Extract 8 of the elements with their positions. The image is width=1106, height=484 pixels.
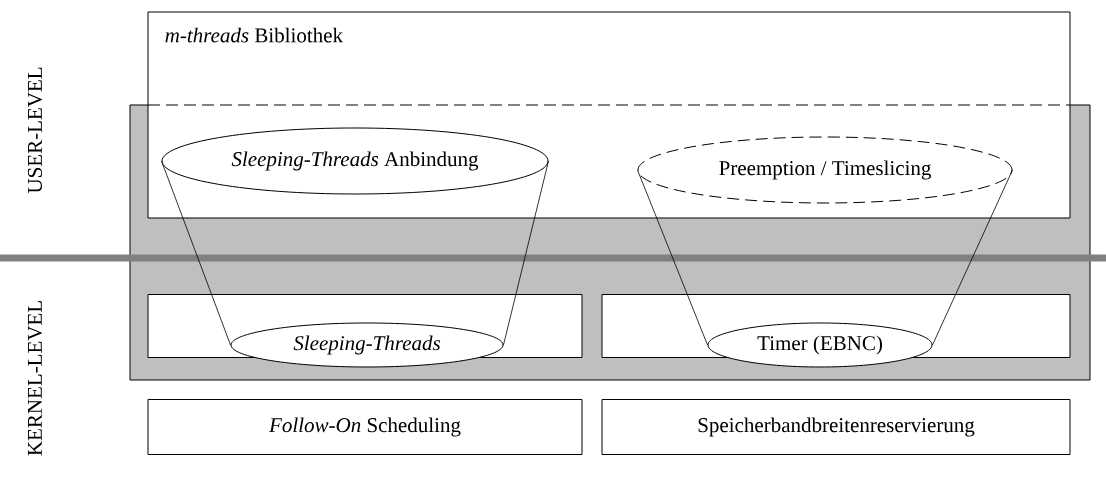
module-box: Speicherbandbreitenreservierung [601,399,1071,455]
funnel-line [161,160,231,346]
side-label: KERNEL-LEVEL [28,301,43,456]
module-box: Follow-On Scheduling [147,399,583,455]
funnel-line [503,160,549,346]
side-label: USER-LEVEL [27,67,43,194]
funnel-line [932,169,1013,346]
funnel-line [637,169,708,346]
